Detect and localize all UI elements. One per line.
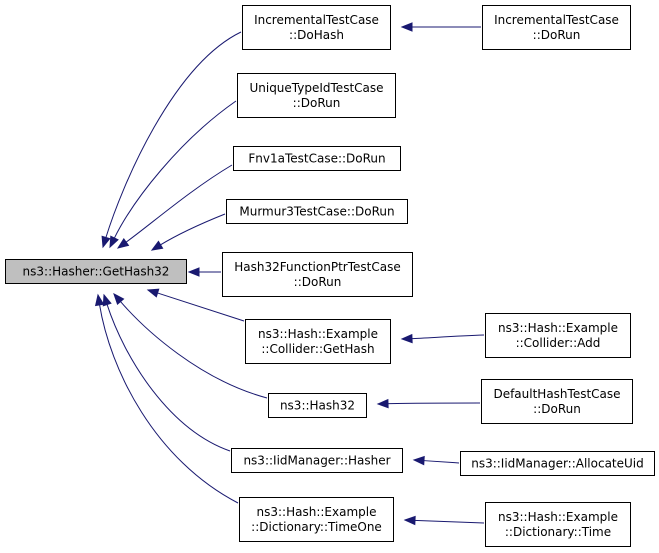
arrowhead-icon <box>187 267 200 277</box>
node-box <box>481 379 633 424</box>
edge-line <box>119 300 268 399</box>
arrowhead-icon <box>116 238 130 249</box>
edge-unique-dorun-to-root <box>109 100 237 249</box>
node-box <box>233 146 401 171</box>
edge-coll-add-to-coll-gethash <box>400 333 485 344</box>
node-fnv-dorun[interactable]: Fnv1aTestCase::DoRun <box>233 146 401 171</box>
edge-line <box>156 292 245 322</box>
node-box <box>226 199 408 224</box>
arrowhead-icon <box>101 235 111 249</box>
arrowhead-icon <box>146 288 160 298</box>
edges <box>94 22 485 526</box>
node-hash32[interactable]: ns3::Hash32 <box>268 393 367 418</box>
node-label: ns3::Hash::Example <box>498 510 618 524</box>
node-label: ::DoRun <box>533 28 581 42</box>
node-box <box>245 319 391 364</box>
node-label: ::DoRun <box>533 402 581 416</box>
edge-dict-timeone-to-root <box>94 293 239 504</box>
arrowhead-icon <box>102 293 112 307</box>
edge-iid-allocate-to-iid-hasher <box>412 455 460 466</box>
node-label: Hash32FunctionPtrTestCase <box>234 260 400 274</box>
edge-line <box>106 303 231 452</box>
node-dict-timeone[interactable]: ns3::Hash::Example::Dictionary::TimeOne <box>239 497 394 542</box>
edge-line <box>386 402 481 405</box>
node-label: ::Collider::GetHash <box>261 342 374 356</box>
arrowhead-icon <box>109 235 119 249</box>
edge-coll-gethash-to-root <box>146 288 245 322</box>
node-label: ::DoRun <box>294 275 342 289</box>
edge-fnv-dorun-to-root <box>116 164 233 249</box>
node-box <box>237 73 396 118</box>
node-label: ::Dictionary::Time <box>505 525 611 539</box>
node-label: ::DoRun <box>293 96 341 110</box>
node-box <box>231 448 403 473</box>
node-inc-dorun[interactable]: IncrementalTestCase::DoRun <box>482 5 631 50</box>
node-label: DefaultHashTestCase <box>493 387 620 401</box>
edge-default-dorun-to-hash32 <box>376 398 481 409</box>
arrowhead-icon <box>412 455 425 466</box>
node-label: ns3::IidManager::Hasher <box>243 454 390 468</box>
arrowhead-icon <box>113 292 125 306</box>
node-label: Fnv1aTestCase::DoRun <box>248 152 385 166</box>
node-box <box>485 313 631 358</box>
node-box <box>485 502 631 547</box>
node-box <box>460 451 655 476</box>
arrowhead-icon <box>94 293 105 307</box>
edge-dict-time-to-dict-timeone <box>403 515 485 526</box>
arrowhead-icon <box>376 398 389 409</box>
edge-hash32-to-root <box>113 292 268 399</box>
node-label: UniqueTypeIdTestCase <box>249 81 383 95</box>
edge-line <box>410 334 485 340</box>
edge-inc-dohash-to-root <box>101 31 242 249</box>
edge-line <box>98 303 239 504</box>
node-label: ns3::Hash::Example <box>258 327 378 341</box>
node-root[interactable]: ns3::Hasher::GetHash32 <box>5 259 187 284</box>
edge-line <box>125 164 233 244</box>
node-label: ::Dictionary::TimeOne <box>251 520 382 534</box>
arrowhead-icon <box>400 22 413 32</box>
edge-line <box>413 519 485 524</box>
arrowhead-icon <box>400 333 413 344</box>
node-label: IncrementalTestCase <box>254 13 379 27</box>
node-inc-dohash[interactable]: IncrementalTestCase::DoHash <box>242 5 391 50</box>
edge-line <box>159 213 226 246</box>
node-label: ns3::Hash32 <box>280 399 355 413</box>
node-iid-hasher[interactable]: ns3::IidManager::Hasher <box>231 448 403 473</box>
node-label: ns3::Hash::Example <box>257 505 377 519</box>
edge-inc-dorun-to-inc-dohash <box>400 22 481 32</box>
node-default-dorun[interactable]: DefaultHashTestCase::DoRun <box>481 379 633 424</box>
edge-fptr-dorun-to-root <box>187 267 221 277</box>
edge-iid-hasher-to-root <box>102 293 231 452</box>
node-box <box>239 497 394 542</box>
node-label: ns3::IidManager::AllocateUid <box>471 457 644 471</box>
node-label: ::DoHash <box>289 28 344 42</box>
node-label: ns3::Hash::Example <box>498 321 618 335</box>
arrowhead-icon <box>403 515 416 526</box>
edge-line <box>113 100 237 240</box>
node-box <box>222 252 413 297</box>
node-coll-add[interactable]: ns3::Hash::Example::Collider::Add <box>485 313 631 358</box>
node-box <box>5 259 187 284</box>
edge-line <box>105 31 242 239</box>
node-label: IncrementalTestCase <box>494 13 619 27</box>
node-iid-allocate[interactable]: ns3::IidManager::AllocateUid <box>460 451 655 476</box>
node-fptr-dorun[interactable]: Hash32FunctionPtrTestCase::DoRun <box>222 252 413 297</box>
arrowhead-icon <box>150 240 164 251</box>
node-dict-time[interactable]: ns3::Hash::Example::Dictionary::Time <box>485 502 631 547</box>
edge-murmur-dorun-to-root <box>150 213 226 251</box>
node-label: Murmur3TestCase::DoRun <box>239 205 394 219</box>
node-box <box>268 393 367 418</box>
node-box <box>242 5 391 50</box>
node-coll-gethash[interactable]: ns3::Hash::Example::Collider::GetHash <box>245 319 391 364</box>
node-label: ns3::Hasher::GetHash32 <box>23 265 170 279</box>
node-murmur-dorun[interactable]: Murmur3TestCase::DoRun <box>226 199 408 224</box>
edge-line <box>422 460 460 464</box>
nodes: ns3::Hasher::GetHash32 IncrementalTestCas… <box>5 5 655 547</box>
node-unique-dorun[interactable]: UniqueTypeIdTestCase::DoRun <box>237 73 396 118</box>
node-box <box>482 5 631 50</box>
node-label: ::Collider::Add <box>516 336 601 350</box>
